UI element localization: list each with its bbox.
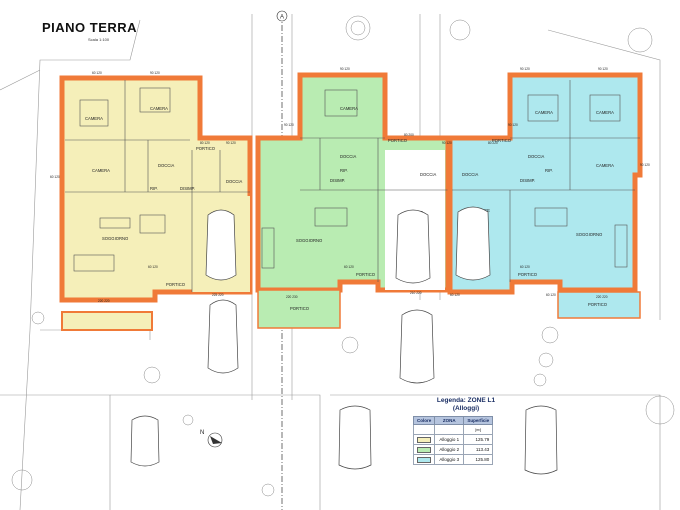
dim-label: 90 120 [640,163,650,167]
alloggio-2: CAMERA DOCCIA DOCCIA DISIMP. RIP. SOGGIO… [255,72,451,329]
room-label: RIP. [150,186,158,191]
car-icon [207,299,239,374]
dim-label: 80 200 [404,133,414,137]
room-label: DOCCIA [420,172,436,177]
room-label: CAMERA [92,168,110,173]
dim-label: 60 120 [520,265,530,269]
room-label: DOCCIA [528,154,544,159]
legend-zone: Alloggio 2 [434,444,465,455]
dim-label: 90 120 [520,67,530,71]
page-title: PIANO TERRA [42,20,138,35]
room-label: CAMERA [596,110,614,115]
scale-label: Scala 1:100 [88,37,110,42]
parked-cars [130,299,558,475]
room-label: RIP. [340,168,348,173]
room-label: PORTICO [196,146,216,151]
table-row: Alloggio 3 125.80 [412,454,494,465]
room-label: RIP. [545,168,553,173]
dim-label: 90 120 [150,71,160,75]
swatch-alloggio-3 [417,456,432,463]
dim-label: 80 220 [488,141,498,145]
room-label: SOGGIORNO [102,236,129,241]
section-marker-label: A [280,15,284,21]
room-label: DOCCIA [462,172,478,177]
table-row: Alloggio 1 125.79 [412,434,494,445]
dim-label: 90 120 [284,123,294,127]
legend-title: Legenda: ZONE L1 [436,397,496,404]
room-label: DOCCIA [340,154,356,159]
room-label: DISIMP. [520,178,535,183]
dim-label: 60 120 [546,293,556,297]
room-label: DISIMP. [330,178,345,183]
room-label: CAMERA [535,110,553,115]
dim-label: 220 230 [286,295,298,299]
north-label: N [200,430,204,436]
dim-label: 60 120 [344,265,354,269]
dim-label: 80 120 [200,141,210,145]
room-label: PORTICO [518,272,538,277]
car-icon [130,415,160,467]
room-label: DOCCIA [158,163,174,168]
room-label: PORTICO [166,282,186,287]
legend-area: 125.80 [463,454,494,465]
car-icon [455,206,491,281]
swatch-alloggio-1 [417,436,432,443]
dim-label: 210 220 [410,291,422,295]
dim-label: 90 120 [598,67,608,71]
alloggio-1: CAMERA CAMERA CAMERA DOCCIA DOCCIA DISIM… [59,75,253,331]
room-label: CAMERA [340,106,358,111]
trees [11,15,675,497]
room-label: CAMERA [596,163,614,168]
room-label: SOGGIORNO [296,238,323,243]
legend-header-area: Superficie [463,416,494,425]
swatch-alloggio-2 [417,446,432,453]
dim-label: 90 120 [340,67,350,71]
room-label: PORTICO [388,138,408,143]
room-label: CAMERA [85,116,103,121]
legend-unit: [m²] [463,424,494,435]
room-label: PORTICO [492,138,512,143]
room-label: PORTICO [588,302,608,307]
car-icon [205,209,237,281]
legend-area: 125.79 [463,434,494,445]
dimension-labels: 60 120 90 120 60 120 80 120 90 120 60 12… [50,67,650,303]
legend: Legenda: ZONE L1 (Alloggi) Colore ZONA S… [410,397,522,465]
dim-label: 220 220 [98,299,110,303]
dim-label: 60 120 [50,175,60,179]
room-label: PORTICO [290,306,310,311]
section-marker [276,10,288,22]
dim-label: 90 120 [442,141,452,145]
legend-header-zone: ZONA [434,416,465,425]
room-label: SOGGIORNO [576,232,603,237]
table-row: Alloggio 2 113.43 [412,444,494,455]
room-label: DOCCIA [226,179,242,184]
alloggio-3: CAMERA CAMERA CAMERA DOCCIA DOCCIA DISIM… [447,72,643,319]
dim-label: 60 120 [92,71,102,75]
legend-zone: Alloggio 3 [434,454,465,465]
car-icon [524,405,558,475]
dim-label: 220 220 [596,295,608,299]
legend-zone: Alloggio 1 [434,434,465,445]
dim-label: 90 120 [226,141,236,145]
room-label: CAMERA [150,106,168,111]
dim-label: 60 120 [450,293,460,297]
room-label: PORTICO [356,272,376,277]
car-icon [399,309,435,384]
dim-label: 90 120 [508,123,518,127]
dim-label: 60 120 [148,265,158,269]
dim-label: 225 220 [212,293,224,297]
legend-subtitle: (Alloggi) [452,405,480,412]
legend-area: 113.43 [463,444,494,455]
room-label: DISIMP. [180,186,195,191]
car-icon [338,405,372,470]
legend-header-color: Colore [412,416,436,425]
car-icon [395,209,431,284]
legend-table: Colore ZONA Superficie [m²] Alloggio 1 1… [412,416,494,465]
north-arrow: N [200,430,223,448]
